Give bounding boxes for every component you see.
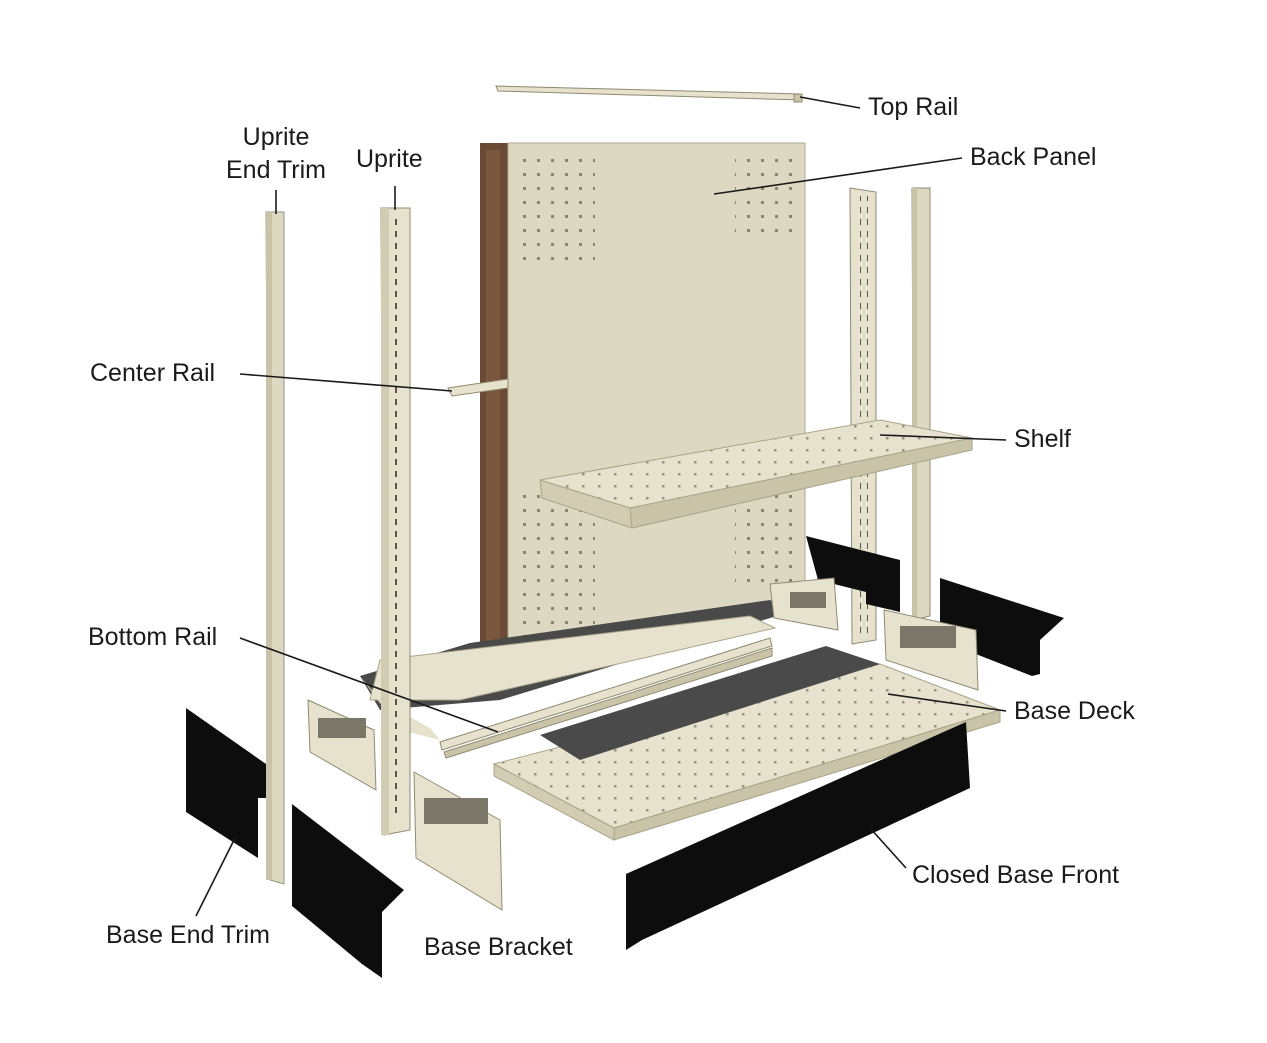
shelf-leader [879,434,1007,441]
label-uprite: Uprite [356,145,423,173]
center-rail-part [447,378,509,397]
back-panel-leader [713,157,963,195]
base-bracket-right-part [769,577,979,691]
base-end-trim-part [186,708,404,978]
base-end-trim-leader [195,835,237,917]
label-center-rail: Center Rail [90,359,216,387]
closed-base-front-part [626,722,970,950]
label-base-end-trim: Base End Trim [106,921,270,949]
label-shelf: Shelf [1014,425,1071,453]
bottom-rail-leader [239,637,499,733]
label-uprite-end-trim: Uprite End Trim [216,121,336,187]
uprite-end-trim-part [265,211,285,885]
uprite-left-part [380,207,411,836]
base-deck-part [492,646,1002,841]
label-uprite-end-trim-line2: End Trim [225,156,327,184]
label-uprite-end-trim-line1: Uprite [242,123,310,151]
label-back-panel: Back Panel [970,143,1097,171]
base-deck-leader [887,693,1007,712]
bottom-rail-part [439,637,773,759]
uprite-right-part [849,187,877,645]
leader-lines [195,96,1007,917]
label-base-bracket: Base Bracket [424,933,573,961]
label-base-deck: Base Deck [1014,697,1135,725]
uprite-end-trim-right-part [911,187,931,621]
label-top-rail: Top Rail [868,93,959,121]
base-bracket-left-part [307,699,503,911]
top-rail-part [495,85,803,103]
base-platform-part [360,600,790,740]
label-bottom-rail: Bottom Rail [88,623,218,651]
closed-base-front-leader [869,827,907,869]
center-rail-leader [239,373,453,392]
back-panel-part [480,142,806,681]
top-rail-leader [799,96,861,109]
label-closed-base-front: Closed Base Front [912,861,1120,889]
